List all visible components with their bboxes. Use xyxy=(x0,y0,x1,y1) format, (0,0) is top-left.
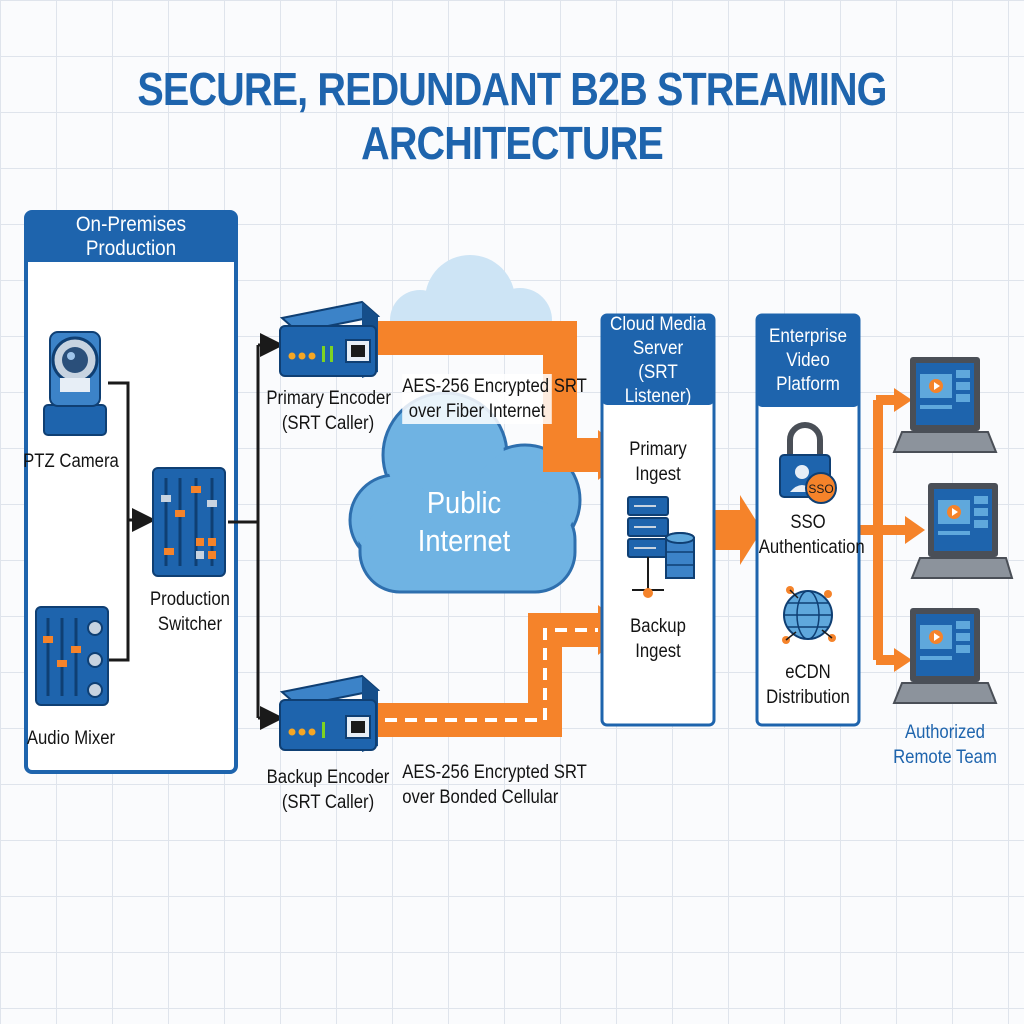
backup-ingest-label: Backup Ingest xyxy=(630,616,686,662)
backup-encoder-label: Backup Encoder (SRT Caller) xyxy=(266,767,390,813)
public-internet-label: Public Internet xyxy=(417,485,511,558)
primary-encoder-label: Primary Encoder (SRT Caller) xyxy=(266,388,391,434)
page-title: SECURE, REDUNDANT B2B STREAMING ARCHITEC… xyxy=(137,63,887,169)
laptop-icon-2 xyxy=(910,483,1014,579)
server-database-icon xyxy=(627,496,695,598)
enterprise-panel xyxy=(755,313,861,727)
ptz-camera-label: PTZ Camera xyxy=(23,451,119,472)
public-internet-cloud xyxy=(348,391,582,594)
ingest-to-platform-arrow xyxy=(714,495,762,565)
backup-srt-path xyxy=(370,605,630,737)
ptz-camera-icon xyxy=(43,331,107,436)
primary-encoder-icon xyxy=(279,300,381,378)
enterprise-header: Enterprise Video Platform xyxy=(769,326,847,395)
sso-badge-text: SSO xyxy=(808,482,833,496)
cloud-media-header: Cloud Media Server (SRT Listener) xyxy=(609,314,706,407)
primary-link-label: AES-256 Encrypted SRT over Fiber Interne… xyxy=(402,374,587,424)
sso-badge-icon: SSO xyxy=(805,472,837,504)
primary-ingest-label: Primary Ingest xyxy=(629,439,687,485)
globe-network-icon xyxy=(782,586,836,644)
on-premises-header: On-Premises Production xyxy=(75,213,187,260)
production-switcher-label: Production Switcher xyxy=(150,589,230,635)
distribution-arrows xyxy=(860,388,925,672)
audio-mixer-icon xyxy=(35,606,109,706)
audio-mixer-label: Audio Mixer xyxy=(26,728,116,749)
authorized-remote-team-label: Authorized Remote Team xyxy=(893,722,997,768)
backup-link-label: AES-256 Encrypted SRT over Bonded Cellul… xyxy=(402,762,587,808)
laptop-icon-3 xyxy=(892,608,998,704)
laptop-icon-1 xyxy=(892,357,998,453)
ecdn-distribution-label: eCDN Distribution xyxy=(766,662,850,708)
production-switcher-icon xyxy=(152,467,226,577)
internal-connectors xyxy=(108,333,284,730)
sso-authentication-label: SSO Authentication xyxy=(758,512,865,558)
backup-encoder-icon xyxy=(279,674,381,752)
